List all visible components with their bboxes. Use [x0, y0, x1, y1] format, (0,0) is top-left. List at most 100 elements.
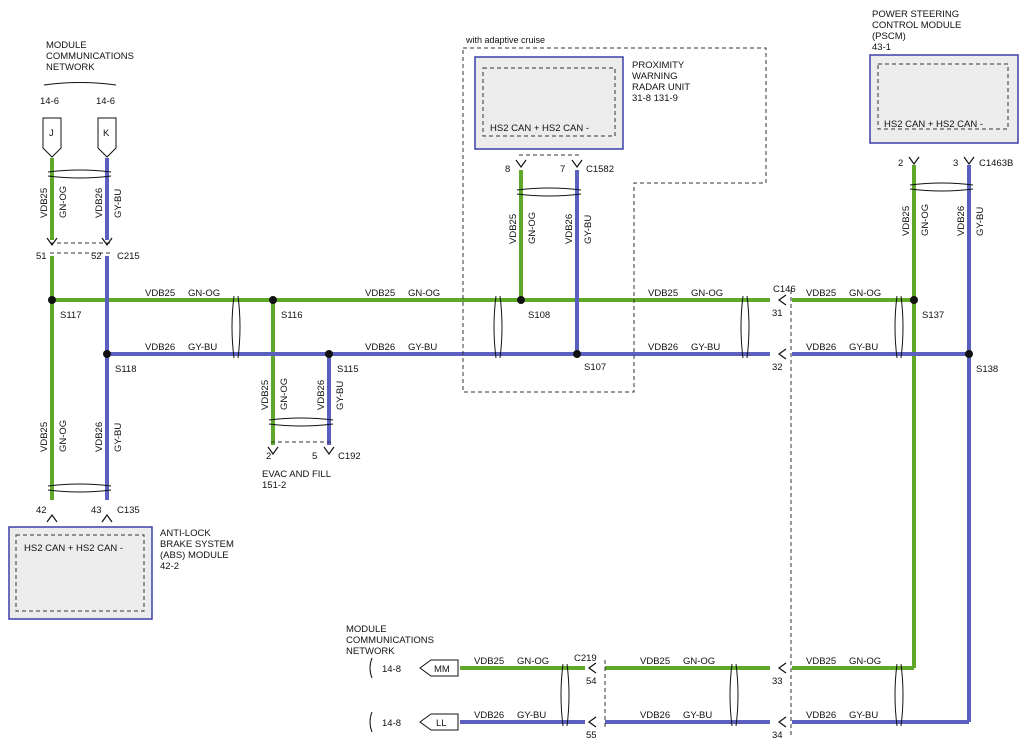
connector-c215: C215 [117, 251, 140, 262]
splice-s116: S116 [281, 310, 302, 321]
pscm-pin-labels: HS2 CAN + HS2 CAN - [884, 119, 983, 130]
radar-title-1: PROXIMITY [632, 60, 685, 71]
top-network-title-3: NETWORK [46, 62, 95, 73]
tag-j-label: J [49, 128, 54, 139]
vlabel-vdb25-2: VDB25 [39, 422, 50, 452]
wire-label-vdb26-g: VDB26 [806, 710, 836, 721]
vlabel-vdb25-5: VDB25 [901, 206, 912, 236]
wire-label-vdb26-b: VDB26 [365, 342, 395, 353]
wire-label-gnog-c: GN-OG [691, 288, 723, 299]
evac-title-2: 151-2 [262, 480, 286, 491]
vlabel-vdb26-5: VDB26 [956, 206, 967, 236]
splice-s118: S118 [115, 364, 136, 375]
wire-label-vdb26-f: VDB26 [640, 710, 670, 721]
bottom-network-title-1: MODULE [346, 624, 387, 635]
pscm-title-4: 43-1 [872, 42, 891, 53]
vlabel-gnog-4: GN-OG [527, 212, 538, 244]
evac-pin-5: 5 [312, 451, 317, 462]
tag-j: J [42, 117, 62, 158]
bottom-network-title-2: COMMUNICATIONS [346, 635, 434, 646]
module-radar-unit: HS2 CAN + HS2 CAN - [474, 56, 624, 150]
wires [50, 158, 971, 724]
abs-title-1: ANTI-LOCK [160, 528, 211, 539]
radar-pin-7: 7 [560, 164, 565, 175]
wire-label-gnog-e: GN-OG [517, 656, 549, 667]
wire-label-vdb25-e: VDB25 [474, 656, 504, 667]
module-abs: HS2 CAN + HS2 CAN - [8, 526, 153, 620]
pscm-title-3: (PSCM) [872, 31, 906, 42]
twisted-pair-marks [47, 169, 974, 727]
pscm-title-1: POWER STEERING [872, 9, 959, 20]
wire-gy-bu [105, 158, 971, 724]
vlabel-vdb25-4: VDB25 [508, 214, 519, 244]
pscm-title-2: CONTROL MODULE [872, 20, 961, 31]
connector-c219: C219 [574, 653, 597, 664]
vlabel-gybu-5: GY-BU [975, 207, 986, 236]
abs-pin-42: 42 [36, 505, 47, 516]
vlabel-gnog-5: GN-OG [920, 204, 931, 236]
c146-pin-31: 31 [772, 308, 783, 319]
wire-label-gybu-g: GY-BU [849, 710, 878, 721]
wire-label-vdb25-f: VDB25 [640, 656, 670, 667]
tag-k: K [97, 117, 117, 158]
tag-ll-label: LL [436, 718, 447, 729]
radar-title-2: WARNING [632, 71, 678, 82]
c219-pin-55: 55 [586, 730, 597, 741]
vlabel-vdb25-1: VDB25 [39, 188, 50, 218]
radar-pin-labels: HS2 CAN + HS2 CAN - [490, 123, 589, 134]
top-network-title-2: COMMUNICATIONS [46, 51, 134, 62]
wire-label-vdb26-c: VDB26 [648, 342, 678, 353]
wire-label-gybu-a: GY-BU [188, 342, 217, 353]
connector-c135: C135 [117, 505, 140, 516]
vlabel-vdb26-4: VDB26 [564, 214, 575, 244]
c146-pin-32: 32 [772, 362, 783, 373]
c215-pin-51: 51 [36, 251, 47, 262]
ref-14-6-right: 14-6 [96, 96, 115, 107]
wire-label-vdb25-g: VDB25 [806, 656, 836, 667]
tag-mm: MM [419, 659, 459, 677]
splice-dots [48, 296, 973, 358]
vlabel-gybu-2: GY-BU [113, 423, 124, 452]
ref-14-6-left: 14-6 [40, 96, 59, 107]
pin-arrows [46, 156, 975, 728]
evac-pin-2: 2 [266, 451, 271, 462]
wire-label-vdb26-a: VDB26 [145, 342, 175, 353]
ref-14-8-a: 14-8 [382, 664, 401, 675]
wire-label-gybu-e: GY-BU [517, 710, 546, 721]
wire-label-vdb25-c: VDB25 [648, 288, 678, 299]
abs-title-4: 42-2 [160, 561, 179, 572]
splice-s115: S115 [337, 364, 358, 375]
wire-label-vdb26-e: VDB26 [474, 710, 504, 721]
c146-pin-33: 33 [772, 676, 783, 687]
vlabel-gnog-2: GN-OG [58, 420, 69, 452]
vlabel-gybu-3: GY-BU [335, 381, 346, 410]
wire-label-vdb25-a: VDB25 [145, 288, 175, 299]
connector-c146: C146 [773, 284, 796, 295]
adaptive-cruise-note: with adaptive cruise [465, 35, 545, 45]
dashed-boundaries [50, 47, 792, 738]
vlabel-vdb26-1: VDB26 [94, 188, 105, 218]
wire-label-gnog-g: GN-OG [849, 656, 881, 667]
vlabel-vdb26-3: VDB26 [316, 380, 327, 410]
splice-s138: S138 [976, 364, 998, 375]
radar-pin-8: 8 [505, 164, 510, 175]
module-pscm: HS2 CAN + HS2 CAN - [869, 54, 1019, 144]
bottom-network-title-3: NETWORK [346, 646, 395, 657]
c219-pin-54: 54 [586, 676, 597, 687]
splice-s108: S108 [528, 310, 550, 321]
wire-label-vdb26-d: VDB26 [806, 342, 836, 353]
vlabel-gnog-1: GN-OG [58, 186, 69, 218]
abs-title-2: BRAKE SYSTEM [160, 539, 234, 550]
wire-label-vdb25-d: VDB25 [806, 288, 836, 299]
connector-c192: C192 [338, 451, 361, 462]
c215-pin-52: 52 [91, 251, 102, 262]
vlabel-vdb26-2: VDB26 [94, 422, 105, 452]
wire-label-gnog-a: GN-OG [188, 288, 220, 299]
pscm-pin-2: 2 [898, 158, 903, 169]
wire-label-gybu-f: GY-BU [683, 710, 712, 721]
vlabel-gybu-1: GY-BU [113, 189, 124, 218]
network-brackets [43, 82, 373, 733]
wire-label-gybu-b: GY-BU [408, 342, 437, 353]
ref-14-8-b: 14-8 [382, 718, 401, 729]
